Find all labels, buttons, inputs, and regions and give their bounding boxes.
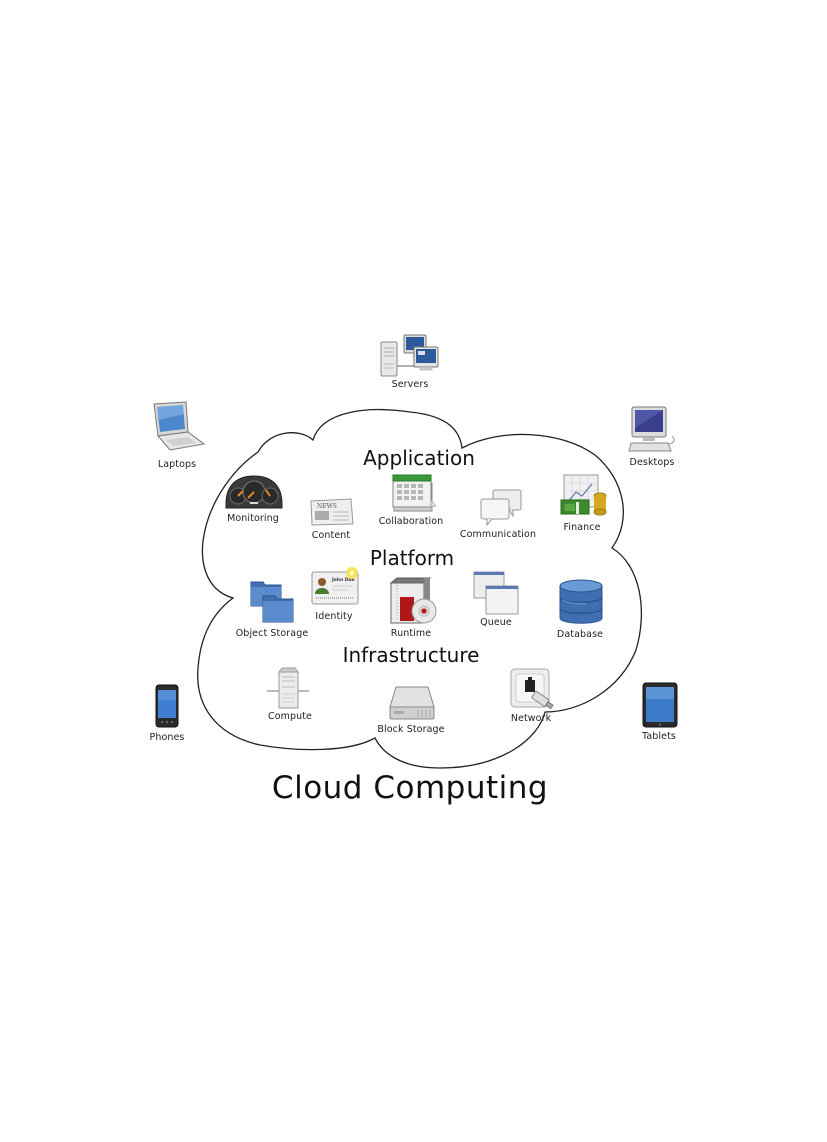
database-cylinder-icon (559, 579, 603, 624)
block-storage-label: Block Storage (377, 724, 445, 735)
chat-bubbles-icon (480, 489, 522, 527)
tablet-icon (642, 682, 678, 728)
finance-label: Finance (563, 522, 601, 533)
software-box-cd-icon (389, 577, 437, 624)
laptops-label: Laptops (157, 459, 197, 470)
server-tower-icon (267, 667, 309, 709)
calendar-icon (392, 474, 437, 512)
monitoring-label: Monitoring (227, 513, 279, 524)
layer-platform-heading: Platform (369, 546, 455, 570)
desktop-icon (628, 406, 675, 452)
compute-label: Compute (267, 711, 313, 722)
layer-infrastructure-heading: Infrastructure (342, 643, 480, 667)
runtime-label: Runtime (390, 628, 432, 639)
queue-label: Queue (480, 617, 512, 628)
newspaper-masthead: NEWS (317, 503, 337, 510)
hard-drive-icon (389, 686, 435, 720)
object-storage-label: Object Storage (235, 628, 309, 639)
stacked-windows-icon (473, 571, 519, 615)
phones-label: Phones (149, 732, 185, 743)
cloud-shape (197, 408, 643, 769)
newspaper-icon: NEWS (310, 498, 354, 526)
folders-icon (250, 581, 294, 623)
phone-icon (155, 684, 179, 728)
network-label: Network (510, 713, 552, 724)
laptop-icon (153, 401, 206, 451)
collaboration-label: Collaboration (378, 516, 444, 527)
desktops-label: Desktops (629, 457, 675, 468)
dashboard-gauge-icon (225, 475, 283, 509)
identity-label: Identity (315, 611, 353, 622)
database-label: Database (556, 629, 604, 640)
communication-label: Communication (459, 529, 537, 540)
money-chart-icon (560, 474, 607, 516)
tablets-label: Tablets (642, 731, 676, 742)
diagram-title: Cloud Computing (271, 770, 549, 806)
servers-icon (380, 334, 439, 377)
servers-label: Servers (391, 379, 429, 390)
id-card-icon: John Doe (311, 567, 359, 605)
content-label: Content (311, 530, 351, 541)
ethernet-port-icon (510, 668, 554, 710)
id-card-name: John Doe (331, 577, 355, 583)
layer-application-heading: Application (363, 446, 475, 470)
